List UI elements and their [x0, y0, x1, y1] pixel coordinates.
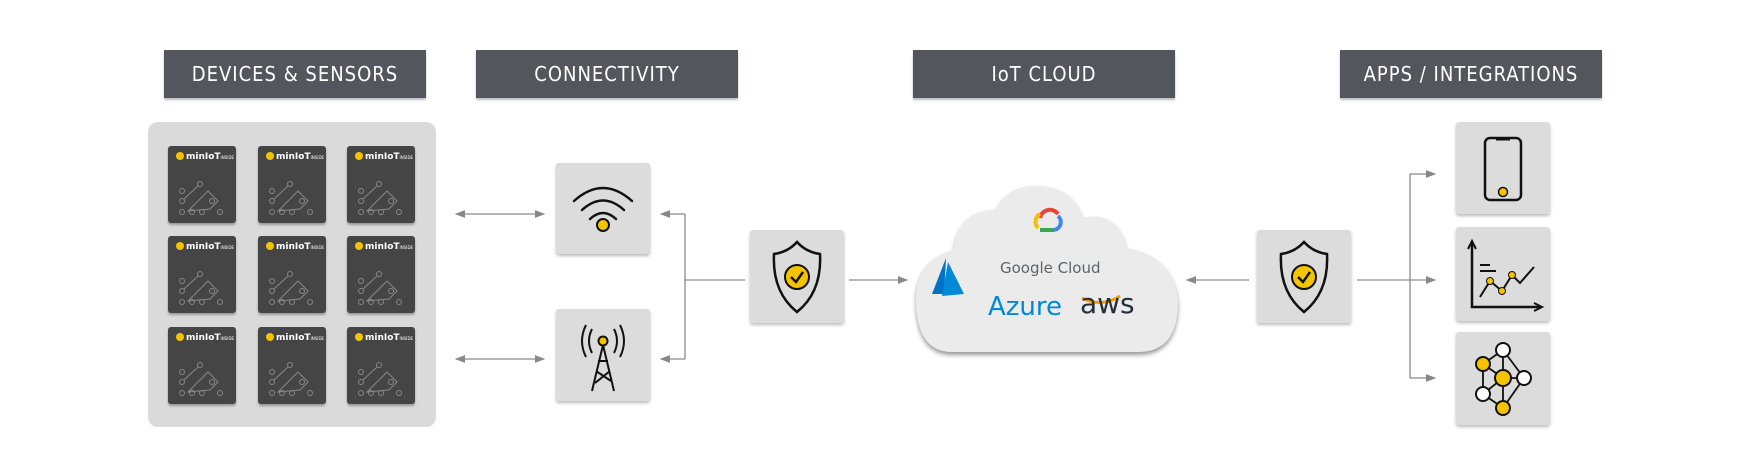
circuit-icon	[269, 181, 313, 215]
circuit-icon	[179, 362, 223, 396]
neural-network-icon	[1475, 342, 1532, 416]
brand-dot-icon	[355, 333, 363, 341]
device-card: minIoTINSIDE	[347, 146, 415, 223]
brand-dot-icon	[266, 333, 274, 341]
device-card: minIoTINSIDE	[168, 236, 236, 313]
minIoT-logo: minIoTINSIDE	[176, 333, 234, 343]
brand-dot-icon	[266, 242, 274, 250]
aws-label: aws	[1080, 287, 1135, 320]
circuit-icon	[358, 181, 402, 215]
smartphone-icon	[1483, 136, 1523, 202]
minIoT-logo: minIoTINSIDE	[266, 242, 324, 252]
brand-dot-icon	[176, 242, 184, 250]
device-card: minIoTINSIDE	[347, 236, 415, 313]
circuit-icon	[179, 271, 223, 305]
circuit-icon	[179, 181, 223, 215]
device-card: minIoTINSIDE	[168, 146, 236, 223]
shield-check-icon	[772, 240, 822, 314]
azure-label: Azure	[988, 292, 1063, 322]
header-connectivity: CONNECTIVITY	[476, 50, 738, 98]
minIoT-logo: minIoTINSIDE	[355, 333, 413, 343]
devices-panel: minIoTINSIDE minIoTINSIDE minIoTINSIDE minI…	[148, 122, 436, 427]
minIoT-logo: minIoTINSIDE	[266, 152, 324, 162]
minIoT-logo: minIoTINSIDE	[355, 152, 413, 162]
device-card: minIoTINSIDE	[168, 327, 236, 404]
app-ai-box	[1456, 332, 1550, 425]
header-devices: DEVICES & SENSORS	[164, 50, 426, 98]
brand-dot-icon	[176, 152, 184, 160]
aws-smile-icon	[1081, 294, 1121, 304]
app-analytics-box	[1456, 227, 1550, 321]
device-card: minIoTINSIDE	[258, 146, 326, 223]
azure-logo-icon	[932, 258, 964, 296]
circuit-icon	[269, 271, 313, 305]
cell-tower-icon	[581, 324, 625, 392]
device-card: minIoTINSIDE	[347, 327, 415, 404]
circuit-icon	[358, 271, 402, 305]
minIoT-logo: minIoTINSIDE	[355, 242, 413, 252]
brand-dot-icon	[355, 152, 363, 160]
minIoT-logo: minIoTINSIDE	[176, 242, 234, 252]
brand-dot-icon	[266, 152, 274, 160]
security-box-left	[750, 230, 844, 323]
google-cloud-label: Google Cloud	[1000, 259, 1101, 277]
shield-check-icon	[1279, 240, 1329, 314]
brand-dot-icon	[355, 242, 363, 250]
device-card: minIoTINSIDE	[258, 327, 326, 404]
google-cloud-logo-icon	[1033, 207, 1063, 232]
device-card: minIoTINSIDE	[258, 236, 326, 313]
security-box-right	[1257, 230, 1351, 323]
circuit-icon	[269, 362, 313, 396]
wifi-icon	[572, 186, 634, 232]
minIoT-logo: minIoTINSIDE	[266, 333, 324, 343]
header-apps: APPS / INTEGRATIONS	[1340, 50, 1602, 98]
cell-tower-box	[556, 309, 650, 401]
minIoT-logo: minIoTINSIDE	[176, 152, 234, 162]
cloud-shape	[915, 185, 1178, 352]
line-chart-icon	[1467, 238, 1545, 312]
circuit-icon	[358, 362, 402, 396]
app-mobile-box	[1456, 122, 1550, 214]
brand-dot-icon	[176, 333, 184, 341]
header-iot-cloud: IoT CLOUD	[913, 50, 1175, 98]
wifi-box	[556, 163, 650, 254]
